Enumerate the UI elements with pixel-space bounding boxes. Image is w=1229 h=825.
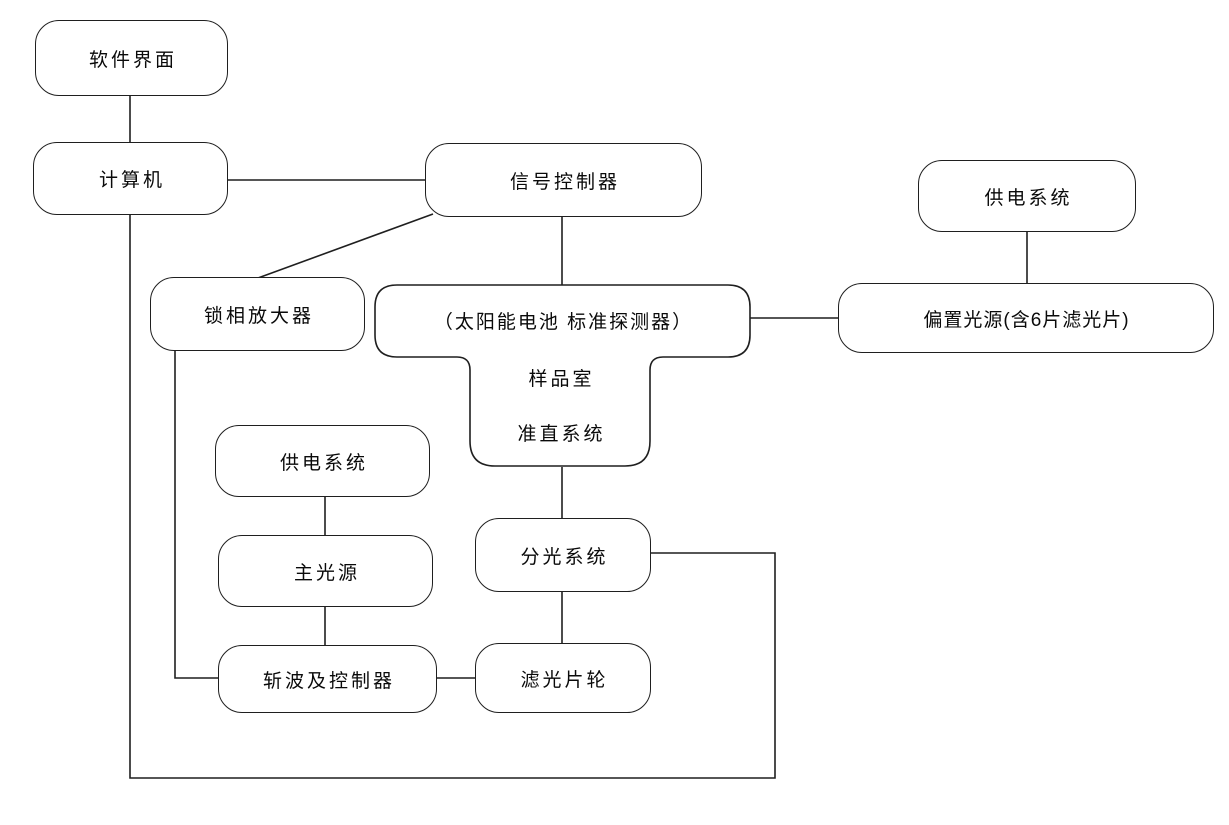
sample-chamber-shape [374,284,751,467]
node-filter-wheel: 滤光片轮 [475,643,651,713]
node-computer: 计算机 [33,142,228,215]
sample-chamber-label: 样品室 [528,368,595,390]
node-power-supply-left: 供电系统 [215,425,430,497]
connector-computer-beam-loop [129,214,776,779]
node-lock-in-amplifier: 锁相放大器 [150,277,365,351]
node-beam-splitting-system: 分光系统 [475,518,651,592]
node-signal-controller: 信号控制器 [425,143,702,217]
node-power-supply-right: 供电系统 [918,160,1136,232]
node-bias-light-source: 偏置光源(含6片滤光片) [838,283,1214,353]
node-chopper-and-controller: 斩波及控制器 [218,645,437,713]
connector-signal-lockin [257,213,434,279]
node-software-interface: 软件界面 [35,20,228,96]
node-main-light-source: 主光源 [218,535,433,607]
collimation-system-label: 准直系统 [517,423,606,445]
sample-chamber-detector-label: （太阳能电池 标准探测器） [433,311,694,333]
connector-lockin-chopper [174,350,220,679]
